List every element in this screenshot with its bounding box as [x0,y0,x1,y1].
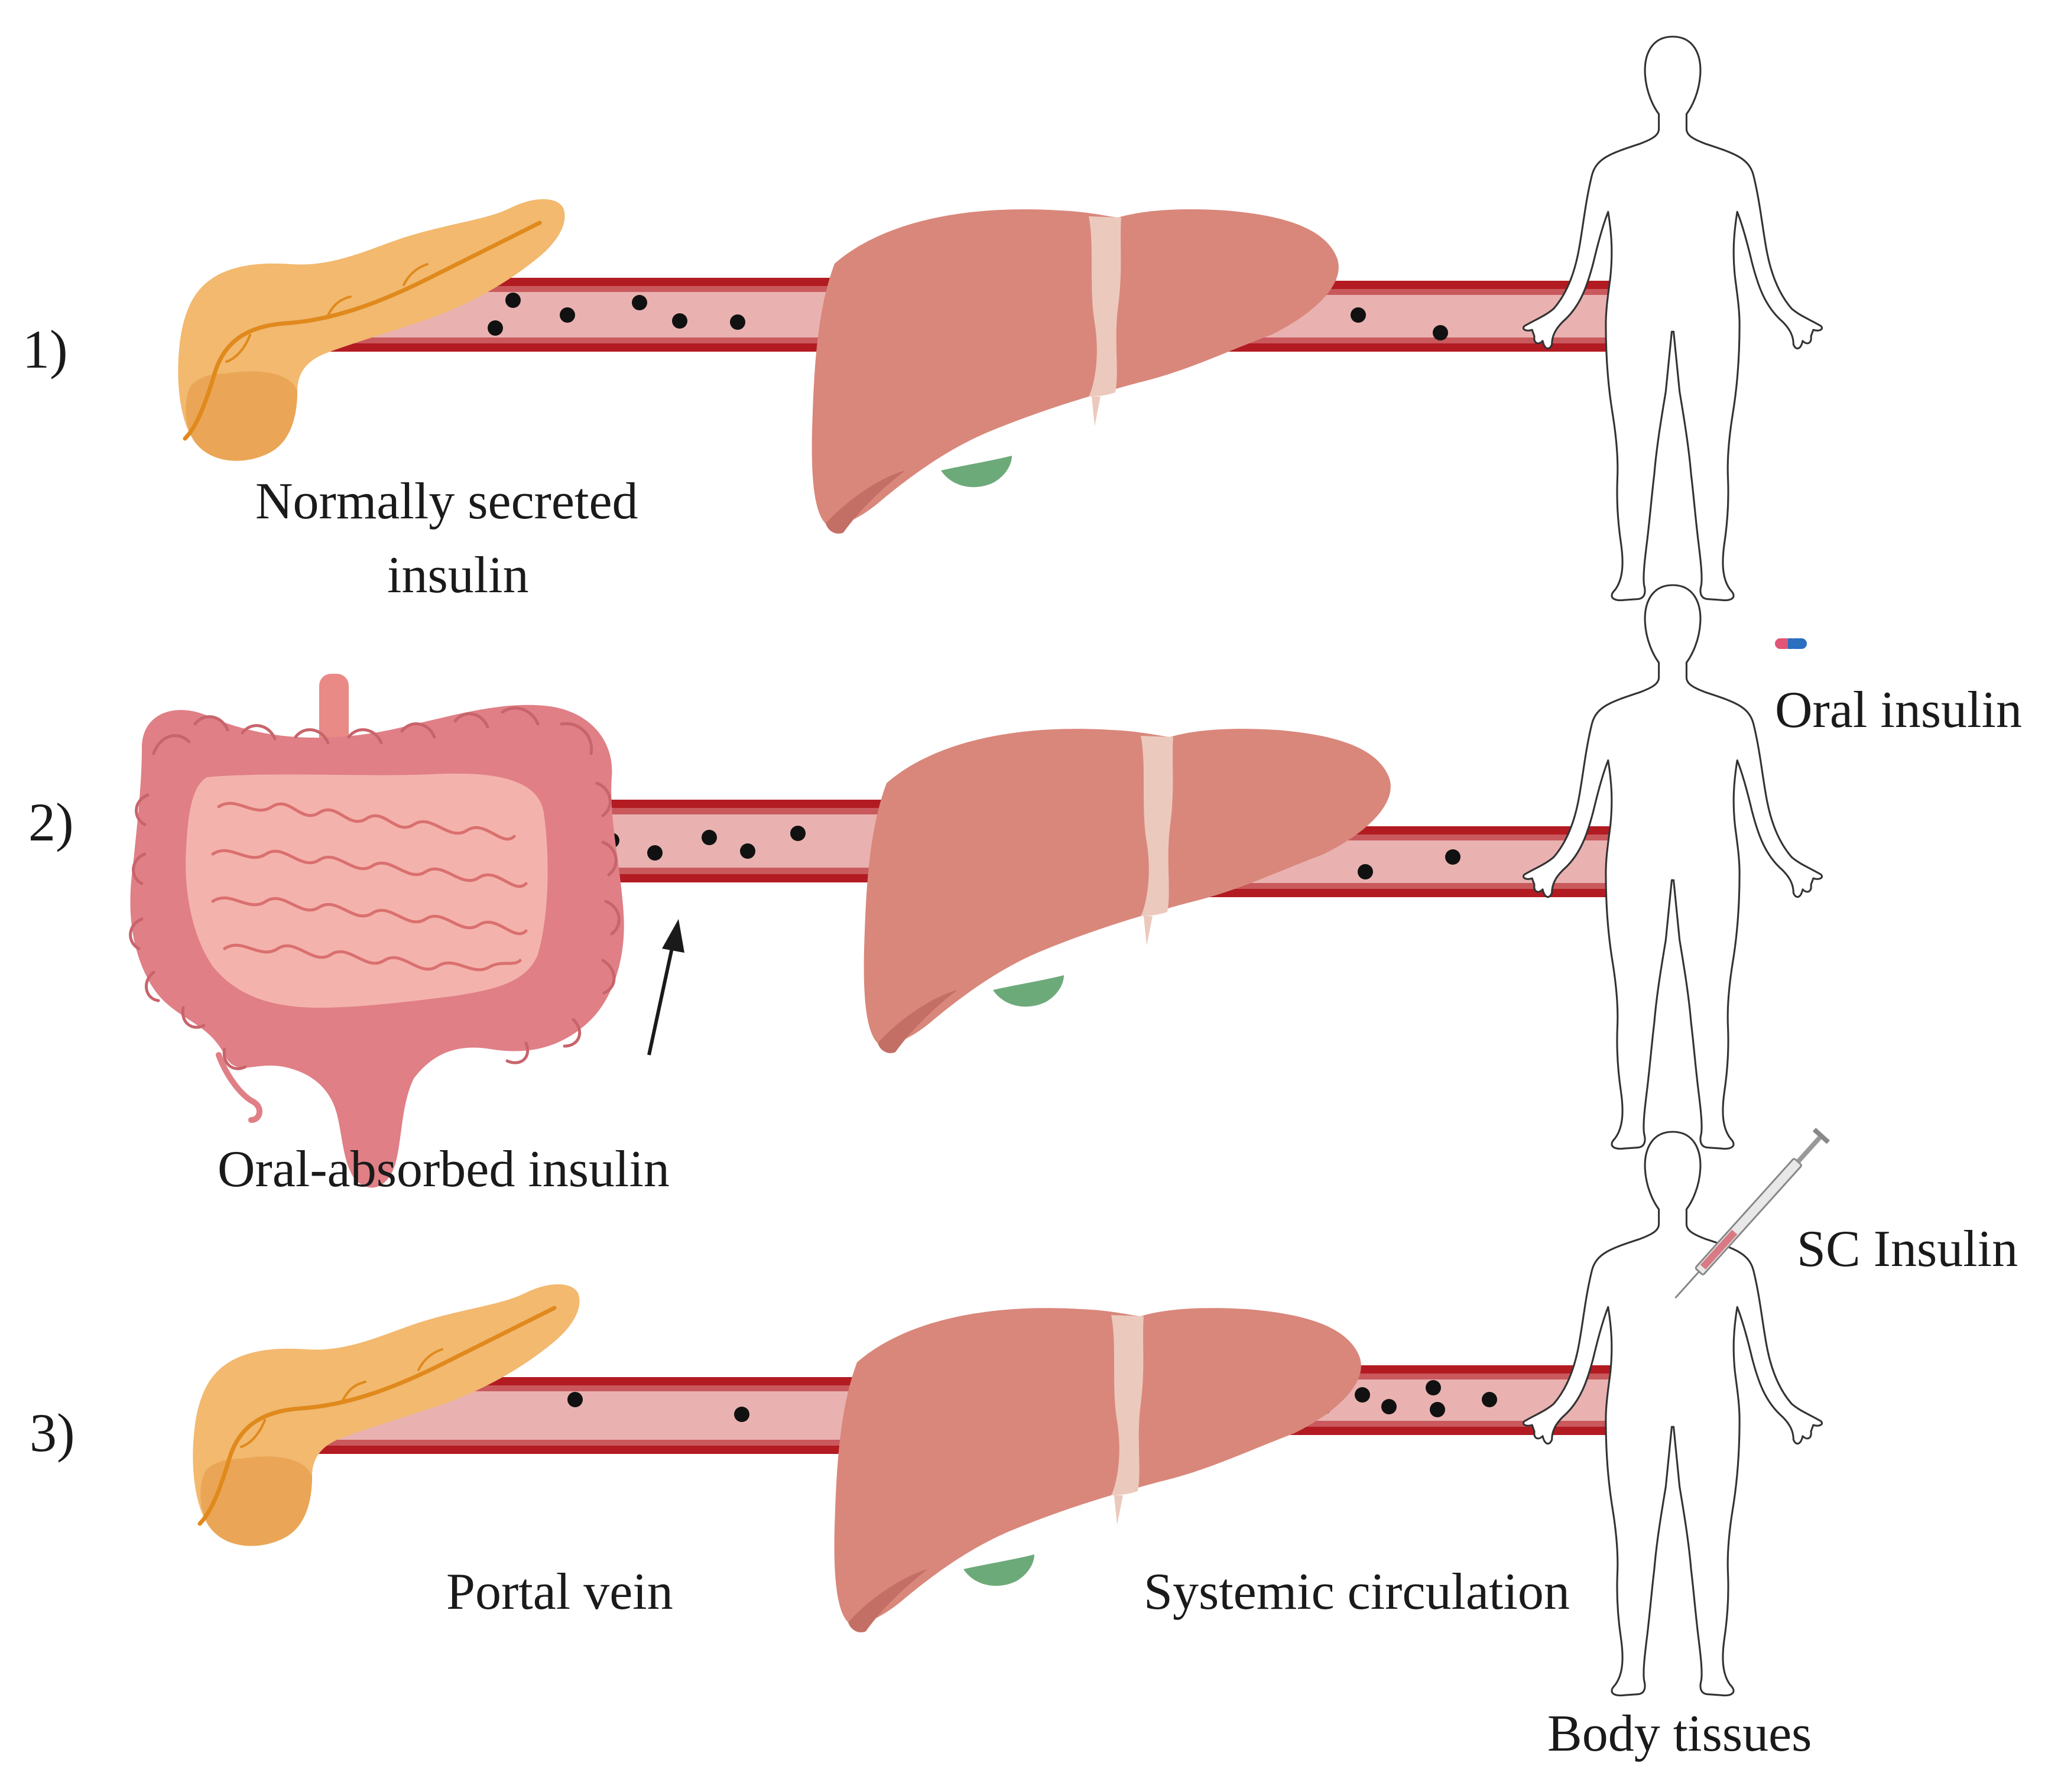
row-3-number: 3) [30,1403,75,1463]
normally-secreted-label: Normally secreted [255,473,638,530]
normally-secreted-label-line2: insulin [387,547,529,604]
insulin-particle [505,293,521,308]
insulin-particle [730,314,745,330]
arrow-icon [647,919,684,1056]
insulin-particle [702,830,717,845]
insulin-particle [1381,1399,1397,1414]
insulin-particle [488,320,503,336]
intestine-icon [130,674,624,1187]
insulin-particle [1426,1380,1441,1395]
insulin-particle [790,826,806,841]
insulin-particle [647,845,663,861]
row-2-number: 2) [28,792,74,852]
insulin-particle [734,1407,749,1422]
sc-insulin-label: SC Insulin [1797,1220,2018,1278]
row-1-number: 1) [22,319,68,379]
insulin-particle [740,843,755,859]
row-3-portal-particles [567,1392,749,1422]
body-tissues-label: Body tissues [1547,1705,1812,1762]
insulin-particle [1355,1387,1370,1403]
insulin-particle [567,1392,583,1407]
insulin-particle [1445,849,1460,865]
liver-icon [812,209,1339,534]
insulin-particle [1482,1392,1497,1407]
insulin-particle [632,295,647,310]
insulin-particle [1433,325,1448,340]
oral-insulin-label: Oral insulin [1775,681,2022,739]
insulin-particle [560,307,575,323]
insulin-particle [1358,864,1373,879]
row-1-systemic-particles [1351,307,1448,340]
oral-absorbed-insulin-label: Oral-absorbed insulin [218,1141,670,1198]
insulin-particle [672,313,687,329]
insulin-particle [1351,307,1366,323]
row-2-systemic-particles [1358,849,1460,879]
insulin-particle [1430,1402,1445,1417]
systemic-circulation-label: Systemic circulation [1144,1563,1570,1621]
portal-vein-label: Portal vein [446,1563,673,1621]
row-1-portal-particles [488,293,745,336]
pill-icon [1775,638,1807,649]
